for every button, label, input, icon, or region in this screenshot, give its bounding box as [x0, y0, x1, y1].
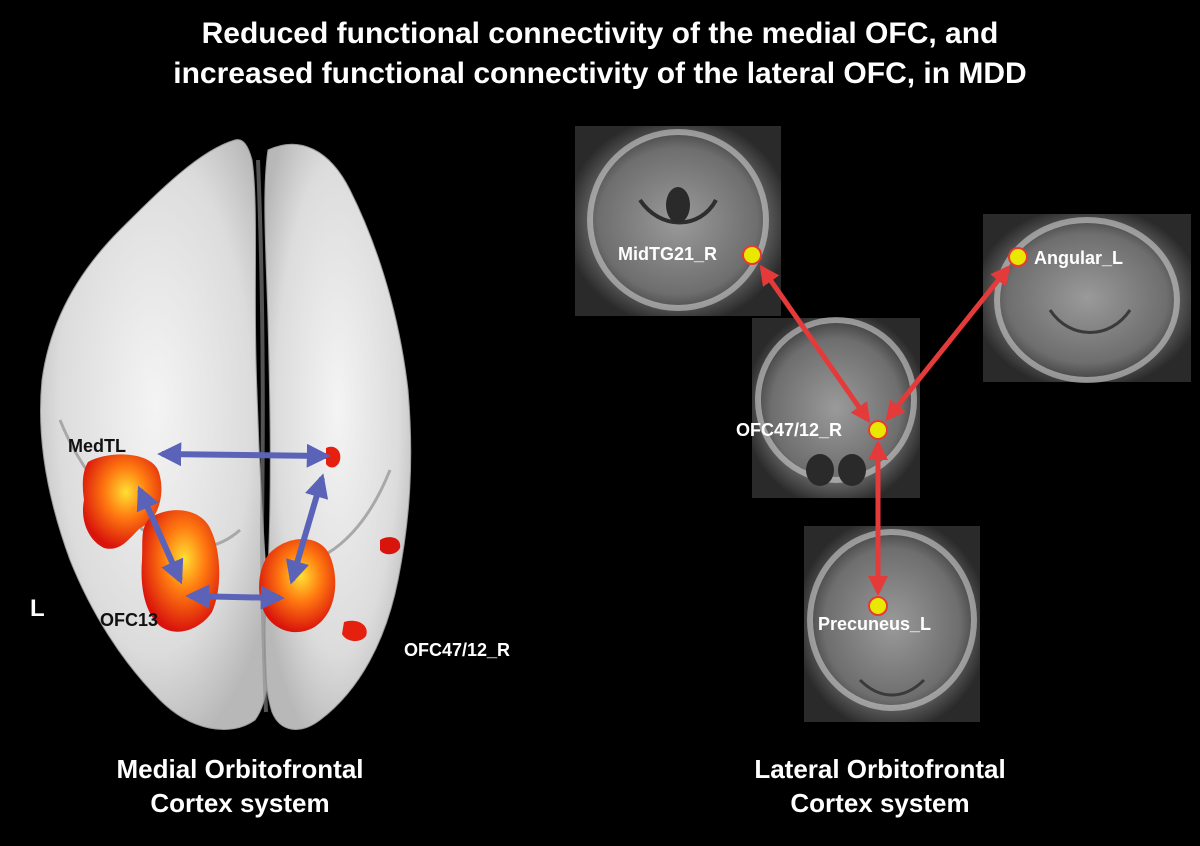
lateral-connectivity-arrows — [759, 264, 1011, 596]
label-angular-l: Angular_L — [1034, 248, 1124, 268]
figure-title: Reduced functional connectivity of the m… — [0, 14, 1200, 94]
title-line-1: Reduced functional connectivity of the m… — [201, 17, 999, 50]
mri-slice-midtg — [575, 126, 781, 316]
label-ofc47-medial: OFC47/12_R — [404, 640, 511, 660]
label-precuneus-l: Precuneus_L — [818, 614, 932, 634]
mri-slice-angular — [983, 214, 1191, 383]
medial-caption: Medial Orbitofrontal Cortex system — [40, 752, 440, 820]
lateral-caption-line-2: Cortex system — [790, 788, 970, 818]
mri-slice-precuneus — [804, 526, 980, 722]
medial-connectivity-arrows — [136, 442, 331, 610]
label-ofc13: OFC13 — [100, 610, 159, 630]
small-cluster-3 — [380, 537, 401, 555]
label-midtg21-r: MidTG21_R — [618, 244, 718, 264]
title-line-2: increased functional connectivity of the… — [173, 57, 1027, 90]
medial-caption-line-1: Medial Orbitofrontal — [116, 754, 364, 784]
label-ofc47-lateral: OFC47/12_R — [736, 420, 843, 440]
lateral-caption-line-1: Lateral Orbitofrontal — [754, 754, 1006, 784]
lateral-caption: Lateral Orbitofrontal Cortex system — [680, 752, 1080, 820]
small-cluster-2 — [342, 620, 367, 642]
label-medtl: MedTL — [68, 436, 126, 456]
medial-caption-line-2: Cortex system — [150, 788, 330, 818]
hemisphere-side-label: L — [30, 595, 45, 622]
